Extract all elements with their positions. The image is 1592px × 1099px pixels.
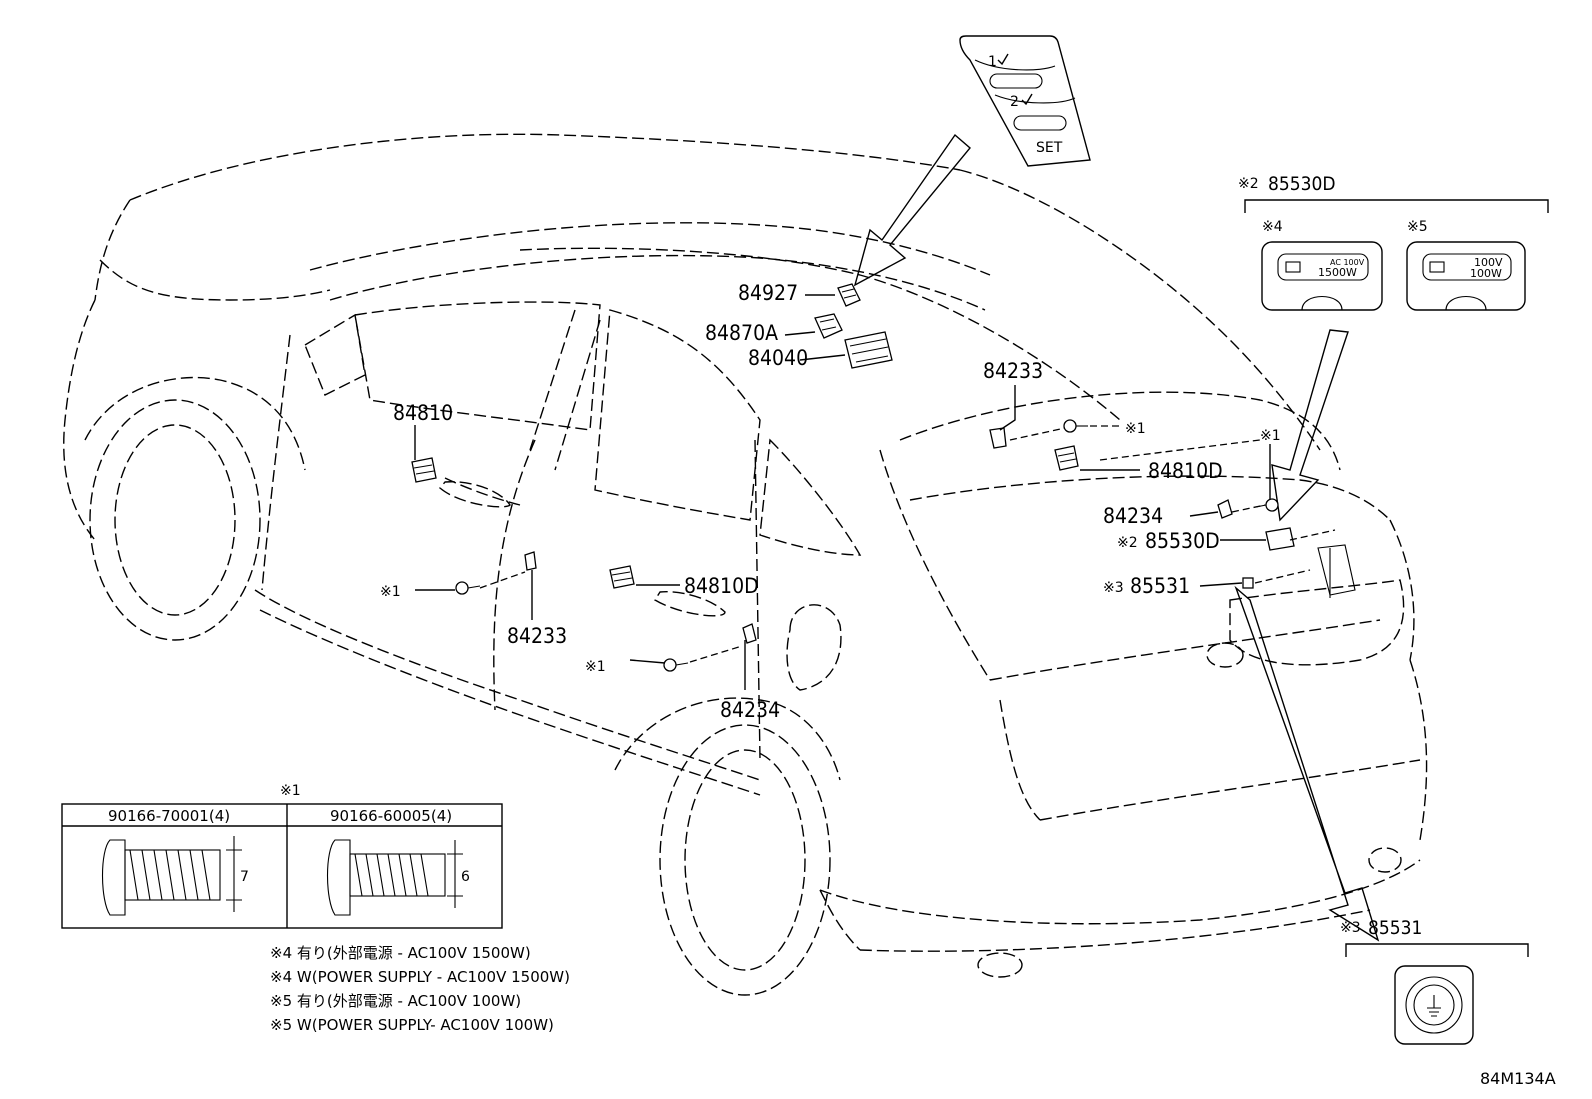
screw-1b: [1255, 498, 1279, 512]
opt4-line1: AC 100V: [1330, 258, 1365, 267]
callout-85530D: 85530D: [1145, 529, 1220, 553]
bolt-1-dim: 7: [240, 869, 249, 885]
callout-84234-mid: 84234: [720, 698, 780, 722]
inset-opt5: ※5: [1407, 219, 1428, 235]
seat-icon: [997, 53, 1009, 66]
part-85531: [1242, 577, 1254, 589]
callout-84040: 84040: [748, 346, 808, 370]
part-84810D-mid: [609, 565, 635, 589]
opt5-line2: 100W: [1470, 267, 1502, 280]
callout-ref3: ※3: [1103, 580, 1124, 596]
screw-1c: [455, 581, 481, 595]
part-84810: [411, 457, 437, 483]
bolt-table-ref: ※1: [280, 783, 301, 799]
part-84233-left: [524, 551, 537, 571]
screw-1d: [663, 658, 689, 672]
callout-ref1-b: ※1: [1260, 428, 1281, 444]
bolt-table-col-1: 90166-70001(4): [108, 807, 230, 825]
callout-84927: 84927: [738, 281, 798, 305]
callout-84870A: 84870A: [705, 321, 778, 345]
part-85530D: [1265, 527, 1295, 551]
callout-84810: 84810: [393, 401, 453, 425]
bolt-table-col-2: 90166-60005(4): [330, 807, 452, 825]
memory-set-label: SET: [1036, 140, 1063, 156]
callout-84810D-mid: 84810D: [684, 574, 759, 598]
leader-lines: [414, 294, 1336, 690]
inset-85531-ref: ※3: [1340, 920, 1361, 936]
part-84927: [837, 283, 861, 307]
seat-memory-switch: 1 2 SET: [959, 35, 1091, 167]
callout-84233-left: 84233: [507, 624, 567, 648]
callout-ref1-c: ※1: [380, 584, 401, 600]
bolt-90166-60005: 6: [326, 839, 470, 916]
arrow-pointer-bottom: [1234, 585, 1380, 942]
seat-icon: [1021, 93, 1033, 106]
part-84234-mid: [742, 623, 757, 644]
inset-85530D: ※2 85530D ※4 ※5 AC 100V 1500W 100V 100W: [1238, 173, 1549, 311]
callout-ref2: ※2: [1117, 535, 1138, 551]
arrow-pointer-top: [853, 133, 971, 287]
inset-opt4: ※4: [1262, 219, 1283, 235]
memory-btn-2-label: 2: [1010, 94, 1019, 110]
screw-1a: [1063, 419, 1088, 433]
memory-btn-1-label: 1: [988, 54, 997, 70]
bolt-table: ※1 90166-70001(4) 90166-60005(4) 7 6: [61, 783, 503, 929]
plug-icon: [1429, 261, 1445, 273]
opt4-line2: 1500W: [1318, 266, 1357, 279]
inset-85531-title: 85531: [1368, 917, 1422, 939]
diagram-id: 84M134A: [1480, 1069, 1556, 1088]
part-84870A: [814, 313, 843, 339]
bolt-2-dim: 6: [461, 869, 470, 885]
part-84234-top: [1217, 499, 1233, 519]
note-2: ※4 W(POWER SUPPLY - AC100V 1500W): [270, 968, 570, 986]
outlet-switch-1500w: [1261, 241, 1383, 311]
bolt-90166-70001: 7: [101, 836, 249, 916]
inset-85530D-ref: ※2: [1238, 176, 1259, 192]
opt5-line1: 100V: [1474, 256, 1503, 269]
part-84233-top: [989, 427, 1007, 449]
part-84810D-top: [1054, 445, 1079, 471]
outlet-switch-100w: [1406, 241, 1526, 311]
arrow-pointer-right: [1271, 329, 1349, 522]
note-1: ※4 有り(外部電源 - AC100V 1500W): [270, 944, 531, 962]
part-84040: [844, 331, 893, 369]
callout-84233-top: 84233: [983, 359, 1043, 383]
callout-85531: 85531: [1130, 574, 1190, 598]
note-3: ※5 有り(外部電源 - AC100V 100W): [270, 992, 521, 1010]
callout-84234-top: 84234: [1103, 504, 1163, 528]
callout-84810D-top: 84810D: [1148, 459, 1223, 483]
note-4: ※5 W(POWER SUPPLY- AC100V 100W): [270, 1016, 554, 1034]
inset-85531: ※3 85531: [1340, 917, 1529, 1045]
vehicle-outline: [63, 133, 1428, 996]
ground-icon: [1427, 995, 1441, 1017]
inset-85530D-title: 85530D: [1268, 173, 1336, 195]
callout-ref1-d: ※1: [585, 659, 606, 675]
plug-icon: [1285, 261, 1301, 273]
callout-ref1-a: ※1: [1125, 421, 1146, 437]
footnotes: ※4 有り(外部電源 - AC100V 1500W) ※4 W(POWER SU…: [270, 944, 570, 1034]
